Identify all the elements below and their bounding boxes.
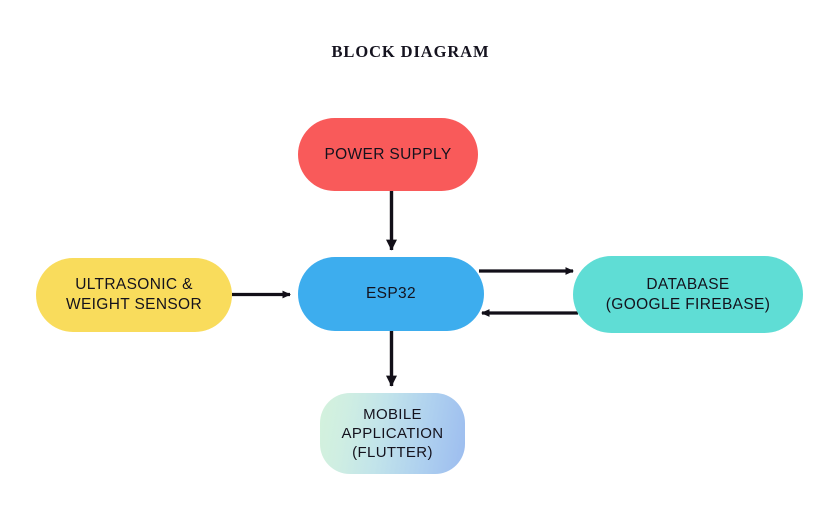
block-esp32[interactable]: ESP32 <box>298 257 484 331</box>
block-mobile-application[interactable]: MOBILE APPLICATION (FLUTTER) <box>320 393 465 474</box>
block-database-label: DATABASE (GOOGLE FIREBASE) <box>605 275 771 313</box>
block-database[interactable]: DATABASE (GOOGLE FIREBASE) <box>573 256 803 333</box>
block-power-supply-label: POWER SUPPLY <box>324 145 452 163</box>
block-ultrasonic-weight-sensor-label: ULTRASONIC & WEIGHT SENSOR <box>65 276 203 313</box>
block-power-supply[interactable]: POWER SUPPLY <box>298 118 478 191</box>
block-esp32-label: ESP32 <box>365 285 416 303</box>
block-ultrasonic-weight-sensor[interactable]: ULTRASONIC & WEIGHT SENSOR <box>36 258 232 332</box>
page-title: BLOCK DIAGRAM <box>331 42 490 61</box>
block-mobile-application-label: MOBILE APPLICATION (FLUTTER) <box>341 405 444 462</box>
